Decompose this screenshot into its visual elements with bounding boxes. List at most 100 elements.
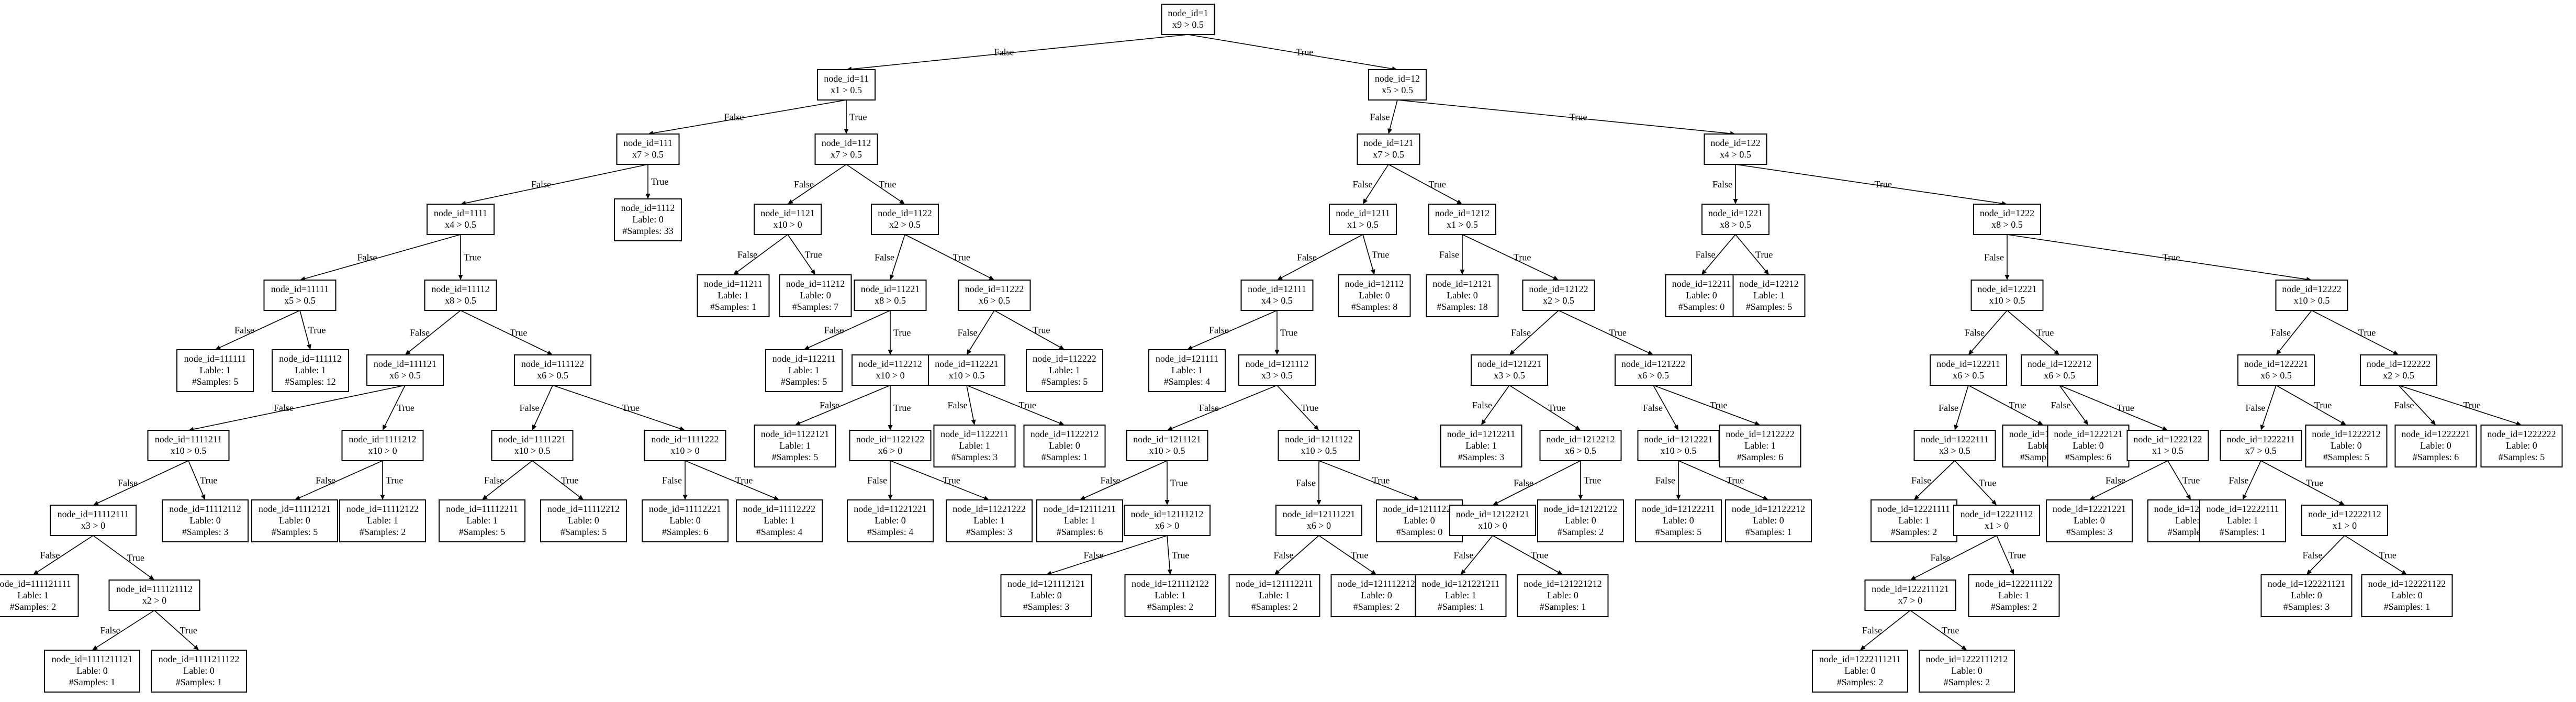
arrow-head-icon: [1575, 425, 1581, 430]
node-box: [765, 349, 843, 392]
tree-edge: False: [188, 385, 406, 432]
tree-edge: True: [2007, 234, 2312, 282]
node-box: [1000, 574, 1092, 617]
edge-label: True: [1609, 328, 1627, 338]
tree-edge: True: [1735, 234, 1773, 275]
node-id-label: node_id=11112222: [743, 504, 815, 514]
node-detail-text: x10 > 0.5: [949, 370, 985, 381]
node-detail-text: #Samples: 33: [622, 226, 674, 236]
node-id-label: node_id=112221: [935, 359, 998, 369]
node-box: [946, 499, 1033, 542]
node-id-label: node_id=1221: [1708, 208, 1763, 218]
tree-edge: False: [482, 460, 533, 500]
tree-edge: True: [2276, 385, 2346, 425]
node-box: [1953, 505, 2040, 536]
node-detail-text: x2 > 0.5: [1543, 295, 1574, 306]
edge-line: [1956, 385, 1969, 426]
tree-edge: False: [846, 34, 1189, 72]
node-id-label: node_id=121112211: [1236, 578, 1313, 589]
node-box: [2305, 425, 2388, 467]
node-box: [366, 354, 444, 386]
node-detail-text: Lable: 1: [295, 365, 326, 375]
node-box: [1338, 274, 1411, 317]
node-box: [1376, 499, 1463, 542]
arrow-head-icon: [1968, 349, 1974, 355]
node-id-label: node_id=1222211: [2227, 434, 2295, 444]
edge-label: False: [1454, 550, 1474, 561]
edge-line: [1318, 535, 1373, 573]
node-id-label: node_id=111121111: [0, 578, 71, 589]
node-detail-text: #Samples: 6: [662, 527, 709, 537]
node-detail-text: Lable: 0: [2074, 515, 2104, 526]
node-detail-text: #Samples: 12: [285, 376, 336, 387]
tree-edge: True: [383, 385, 415, 430]
tree-edge: True: [1188, 34, 1397, 71]
node-detail-text: #Samples: 1: [176, 677, 222, 687]
node-box: [1812, 650, 1908, 693]
node-detail-text: #Samples: 0: [1678, 302, 1725, 312]
node-detail-text: x2 > 0: [142, 595, 166, 606]
node-detail-text: x1 > 0.5: [1347, 219, 1379, 230]
node-detail-text: Lable: 0: [2506, 440, 2537, 451]
edge-line: [1968, 385, 2039, 424]
tree-edge: False: [1472, 385, 1510, 425]
node-box: [697, 274, 770, 317]
arrow-head-icon: [888, 495, 893, 500]
tree-edge: True: [787, 234, 822, 275]
node-id-label: node_id=121112212: [1338, 578, 1415, 589]
edge-line: [1910, 610, 1963, 648]
arrow-head-icon: [2054, 350, 2059, 355]
node-id-label: node_id=1122122: [856, 434, 924, 444]
arrow-head-icon: [149, 575, 154, 580]
node-detail-text: #Samples: 5: [1655, 527, 1702, 537]
edge-label: False: [410, 328, 430, 338]
node-box: [2480, 425, 2563, 467]
node-box: [1330, 574, 1423, 617]
edge-label: True: [1942, 625, 1959, 636]
tree-edge: False: [2229, 460, 2261, 500]
arrow-head-icon: [578, 495, 584, 500]
tree-edge: False: [2394, 385, 2436, 425]
arrow-head-icon: [1316, 500, 1321, 505]
node-detail-text: Lable: 0: [189, 515, 220, 526]
arrow-head-icon: [2186, 494, 2191, 500]
tree-edge: True: [1968, 385, 2043, 425]
edge-label: True: [1548, 403, 1565, 413]
arrow-head-icon: [795, 420, 801, 426]
node-box: [1026, 349, 1103, 392]
node-id-label: node_id=1122212: [1031, 429, 1099, 439]
arrow-head-icon: [1387, 128, 1392, 134]
node-detail-text: Lable: 0: [1686, 290, 1717, 300]
tree-edge: False: [1274, 535, 1319, 575]
edge-line: [460, 310, 548, 353]
node-detail-text: x10 > 0.5: [1301, 445, 1337, 456]
edge-line: [1167, 535, 1171, 570]
arrow-head-icon: [2162, 426, 2168, 431]
tree-edge: True: [1492, 535, 1563, 575]
edge-label: False: [724, 112, 744, 122]
edge-label: True: [893, 328, 911, 338]
tree-edge: True: [1653, 385, 1760, 426]
node-detail-text: #Samples: 5: [2499, 452, 2545, 462]
node-box: [1701, 204, 1769, 235]
node-detail-text: x1 > 0: [2333, 520, 2357, 531]
edge-line: [1389, 99, 1398, 129]
node-box: [754, 204, 822, 235]
edge-label: False: [484, 475, 504, 486]
node-box: [871, 204, 939, 235]
edge-line: [193, 385, 406, 430]
tree-edge: False: [2051, 385, 2088, 425]
node-detail-text: #Samples: 2: [360, 527, 406, 537]
edge-label: True: [1584, 475, 1601, 486]
node-box: [147, 430, 230, 461]
node-box: [1539, 430, 1622, 461]
